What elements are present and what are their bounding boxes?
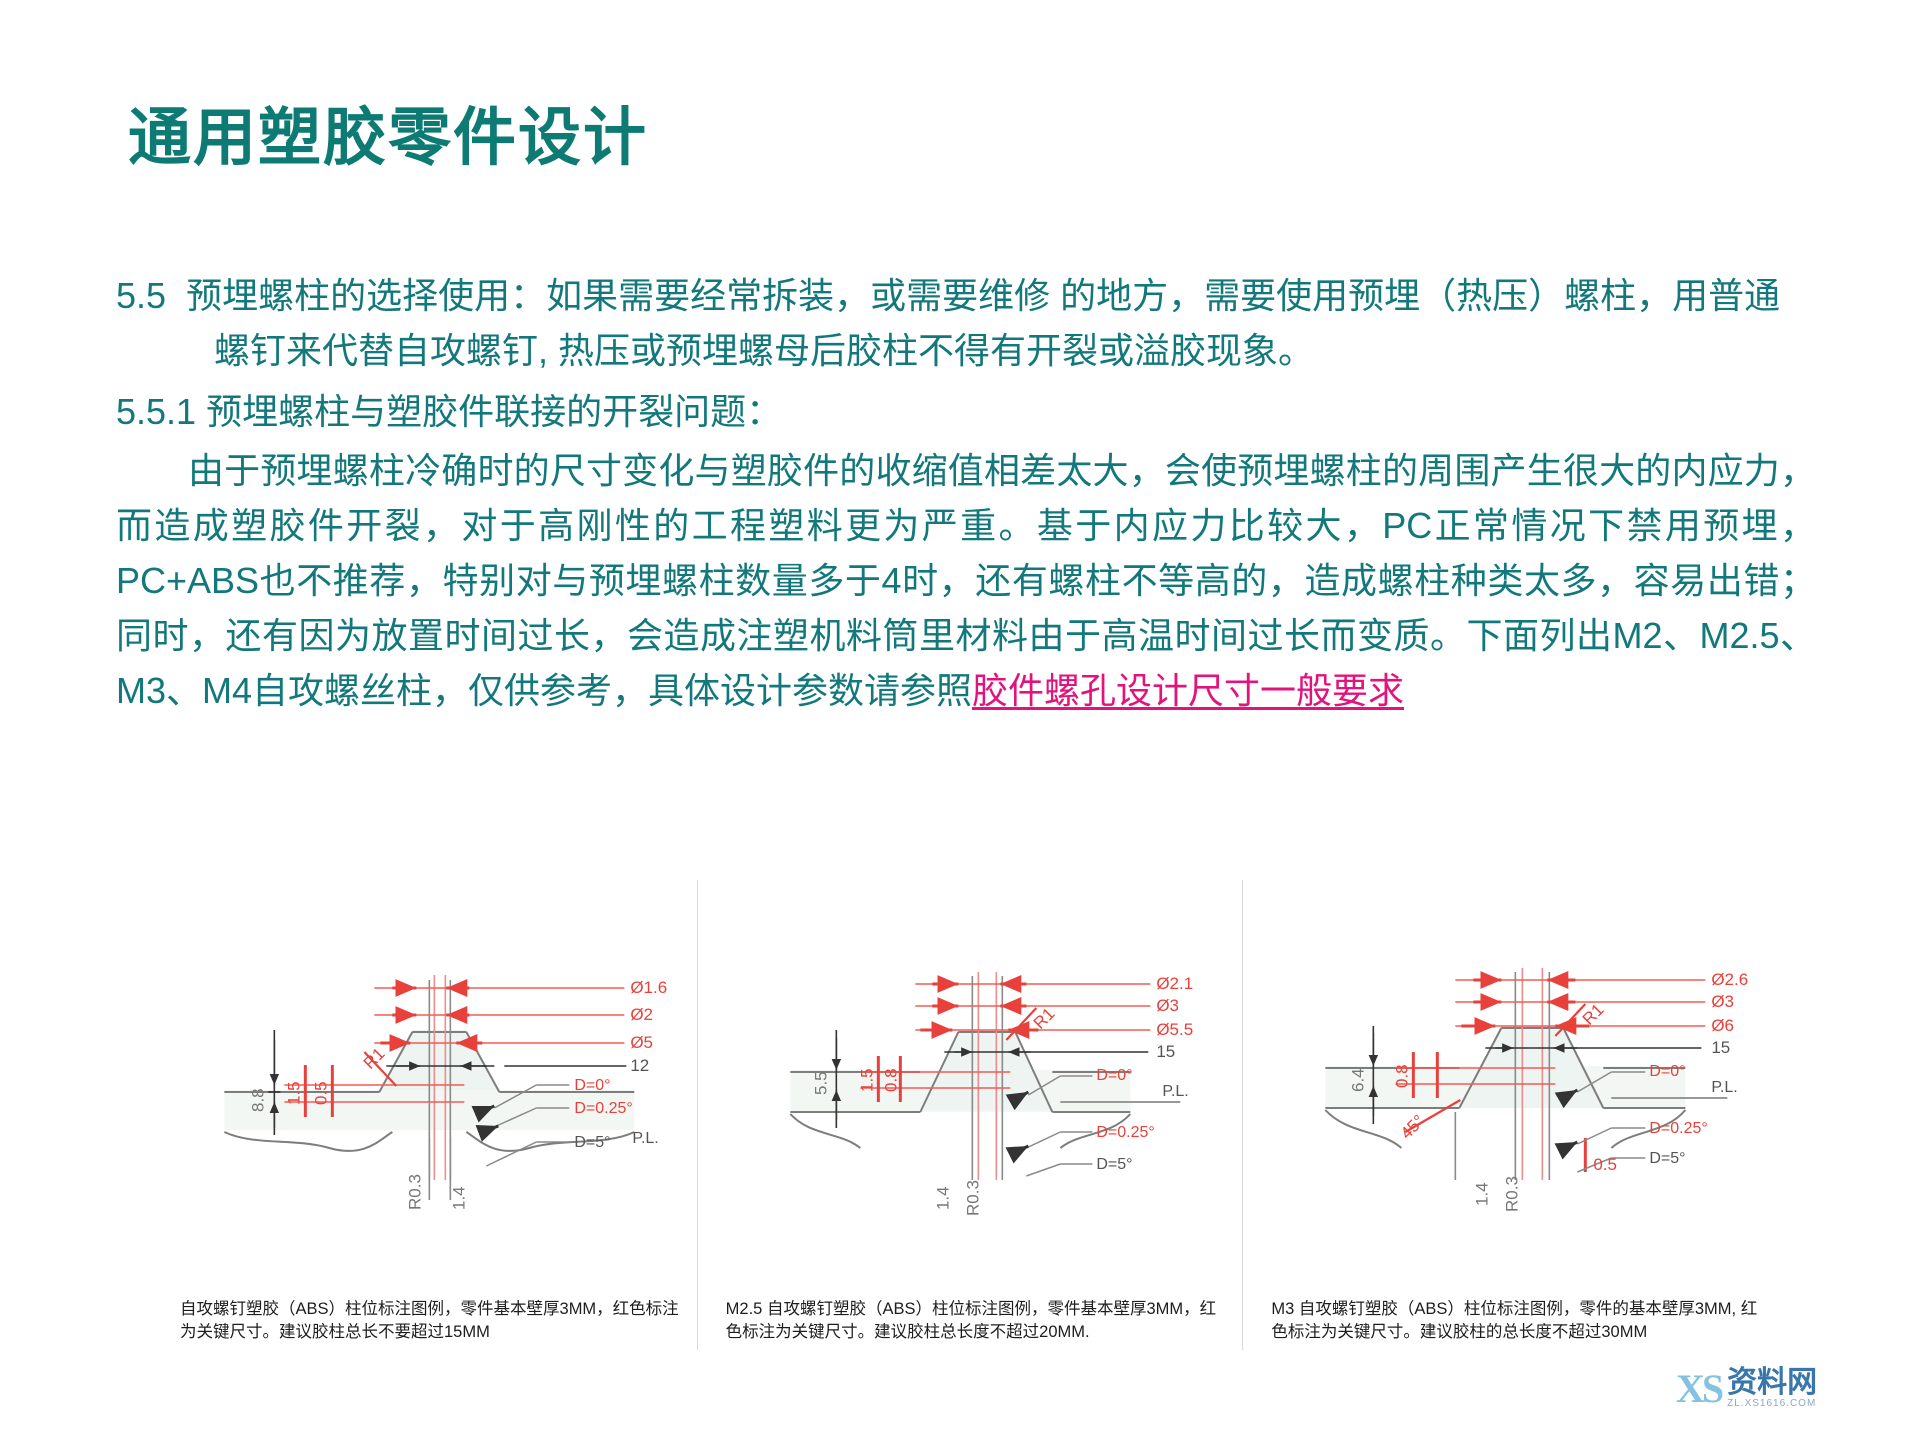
figure-m25-caption: M2.5 自攻螺钉塑胶（ABS）柱位标注图例，零件基本壁厚3MM，红色标注为关键… [725, 1300, 1217, 1341]
svg-text:D=5°: D=5° [574, 1134, 610, 1151]
figure-m25-drawing: Ø2.1 Ø3 Ø5.5 D=0° D=0.25° 15 D=5° P.L. 5… [698, 880, 1243, 1240]
svg-text:12: 12 [630, 1056, 649, 1075]
page-title: 通用塑胶零件设计 [128, 103, 648, 173]
watermark-main: 资料网 [1727, 1366, 1818, 1399]
figure-m3-drawing: Ø2.6 Ø3 Ø6 D=0° D=0.25° 0.5 15 D=5° P.L.… [1243, 880, 1788, 1240]
figure-m25-boss: Ø2.1 Ø3 Ø5.5 D=0° D=0.25° 15 D=5° P.L. 5… [697, 880, 1244, 1350]
svg-text:D=5°: D=5° [1650, 1150, 1686, 1167]
svg-text:Ø1.6: Ø1.6 [630, 978, 667, 997]
figure-m3-boss: Ø2.6 Ø3 Ø6 D=0° D=0.25° 0.5 15 D=5° P.L.… [1243, 880, 1789, 1350]
main-paragraph-text: 由于预埋螺柱冷确时的尺寸变化与塑胶件的收缩值相差太大，会使预埋螺柱的周围产生很大… [116, 450, 1816, 711]
svg-text:0.5: 0.5 [1594, 1155, 1618, 1174]
figure-row: Ø1.6 Ø2 Ø5 D=0° D=0.25° 12 D=5° P.L. 8.8 [152, 880, 1789, 1350]
watermark-logo: XS [1676, 1365, 1724, 1411]
svg-text:8.8: 8.8 [248, 1088, 267, 1112]
svg-text:15: 15 [1156, 1042, 1175, 1061]
body-text-block: 5.5 预埋螺柱的选择使用：如果需要经常拆装，或需要维修 的地方，需要使用预埋（… [116, 268, 1816, 720]
svg-text:D=0°: D=0° [1096, 1067, 1132, 1084]
section-text-5-5-1: 预埋螺柱与塑胶件联接的开裂问题： [206, 391, 783, 432]
svg-text:5.5: 5.5 [811, 1071, 830, 1095]
svg-text:1.4: 1.4 [449, 1186, 468, 1210]
svg-text:Ø3: Ø3 [1712, 992, 1735, 1011]
svg-text:6.4: 6.4 [1349, 1068, 1368, 1092]
svg-text:D=5°: D=5° [1096, 1156, 1132, 1173]
svg-text:1.5: 1.5 [857, 1068, 876, 1092]
svg-text:0.8: 0.8 [881, 1068, 900, 1092]
paragraph-main: 由于预埋螺柱冷确时的尺寸变化与塑胶件的收缩值相差太大，会使预埋螺柱的周围产生很大… [116, 443, 1816, 718]
svg-text:1.4: 1.4 [933, 1186, 952, 1210]
svg-text:D=0°: D=0° [574, 1077, 610, 1094]
svg-text:Ø6: Ø6 [1712, 1016, 1735, 1035]
svg-text:D=0.25°: D=0.25° [574, 1100, 632, 1117]
paragraph-5-5-1: 5.5.1 预埋螺柱与塑胶件联接的开裂问题： [116, 384, 1816, 439]
svg-text:0.8: 0.8 [1393, 1064, 1412, 1088]
figure-m2-boss: Ø1.6 Ø2 Ø5 D=0° D=0.25° 12 D=5° P.L. 8.8 [152, 880, 698, 1350]
svg-text:15: 15 [1712, 1038, 1731, 1057]
watermark-text: 资料网 ZL.XS1616.COM [1727, 1367, 1817, 1409]
svg-text:0.5: 0.5 [311, 1081, 330, 1105]
svg-text:45°: 45° [1397, 1111, 1429, 1143]
svg-text:1.4: 1.4 [1473, 1182, 1492, 1206]
figure-m2-caption: 自攻螺钉塑胶（ABS）柱位标注图例，零件基本壁厚3MM，红色标注为关键尺寸。建议… [180, 1300, 679, 1341]
svg-text:P.L.: P.L. [632, 1130, 658, 1147]
svg-text:D=0.25°: D=0.25° [1096, 1124, 1154, 1141]
figure-m3-caption: M3 自攻螺钉塑胶（ABS）柱位标注图例，零件的基本壁厚3MM, 红色标注为关键… [1271, 1300, 1758, 1341]
svg-text:Ø3: Ø3 [1156, 996, 1179, 1015]
svg-text:Ø2.6: Ø2.6 [1712, 970, 1749, 989]
svg-text:R0.3: R0.3 [405, 1174, 424, 1210]
svg-text:Ø5: Ø5 [630, 1033, 653, 1052]
svg-text:R0.3: R0.3 [963, 1180, 982, 1216]
watermark-sub: ZL.XS1616.COM [1727, 1397, 1817, 1409]
paragraph-5-5: 5.5 预埋螺柱的选择使用：如果需要经常拆装，或需要维修 的地方，需要使用预埋（… [116, 268, 1816, 378]
section-text-5-5: 预埋螺柱的选择使用：如果需要经常拆装，或需要维修 的地方，需要使用预埋（热压）螺… [186, 275, 1781, 371]
section-number-5-5: 5.5 [116, 275, 167, 316]
svg-text:P.L.: P.L. [1162, 1083, 1188, 1100]
svg-text:Ø2.1: Ø2.1 [1156, 974, 1193, 993]
svg-text:D=0°: D=0° [1650, 1063, 1686, 1080]
section-number-5-5-1: 5.5.1 [116, 391, 197, 432]
link-screw-hole-spec[interactable]: 胶件螺孔设计尺寸一般要求 [972, 670, 1405, 711]
svg-text:Ø5.5: Ø5.5 [1156, 1020, 1193, 1039]
svg-text:1.5: 1.5 [284, 1081, 303, 1105]
watermark: XS 资料网 ZL.XS1616.COM [1676, 1358, 1886, 1418]
svg-text:Ø2: Ø2 [630, 1005, 653, 1024]
svg-text:D=0.25°: D=0.25° [1650, 1120, 1708, 1137]
svg-text:P.L.: P.L. [1712, 1079, 1738, 1096]
svg-text:R1: R1 [360, 1044, 389, 1073]
svg-text:R0.3: R0.3 [1503, 1176, 1522, 1212]
figure-m2-drawing: Ø1.6 Ø2 Ø5 D=0° D=0.25° 12 D=5° P.L. 8.8 [152, 880, 697, 1240]
